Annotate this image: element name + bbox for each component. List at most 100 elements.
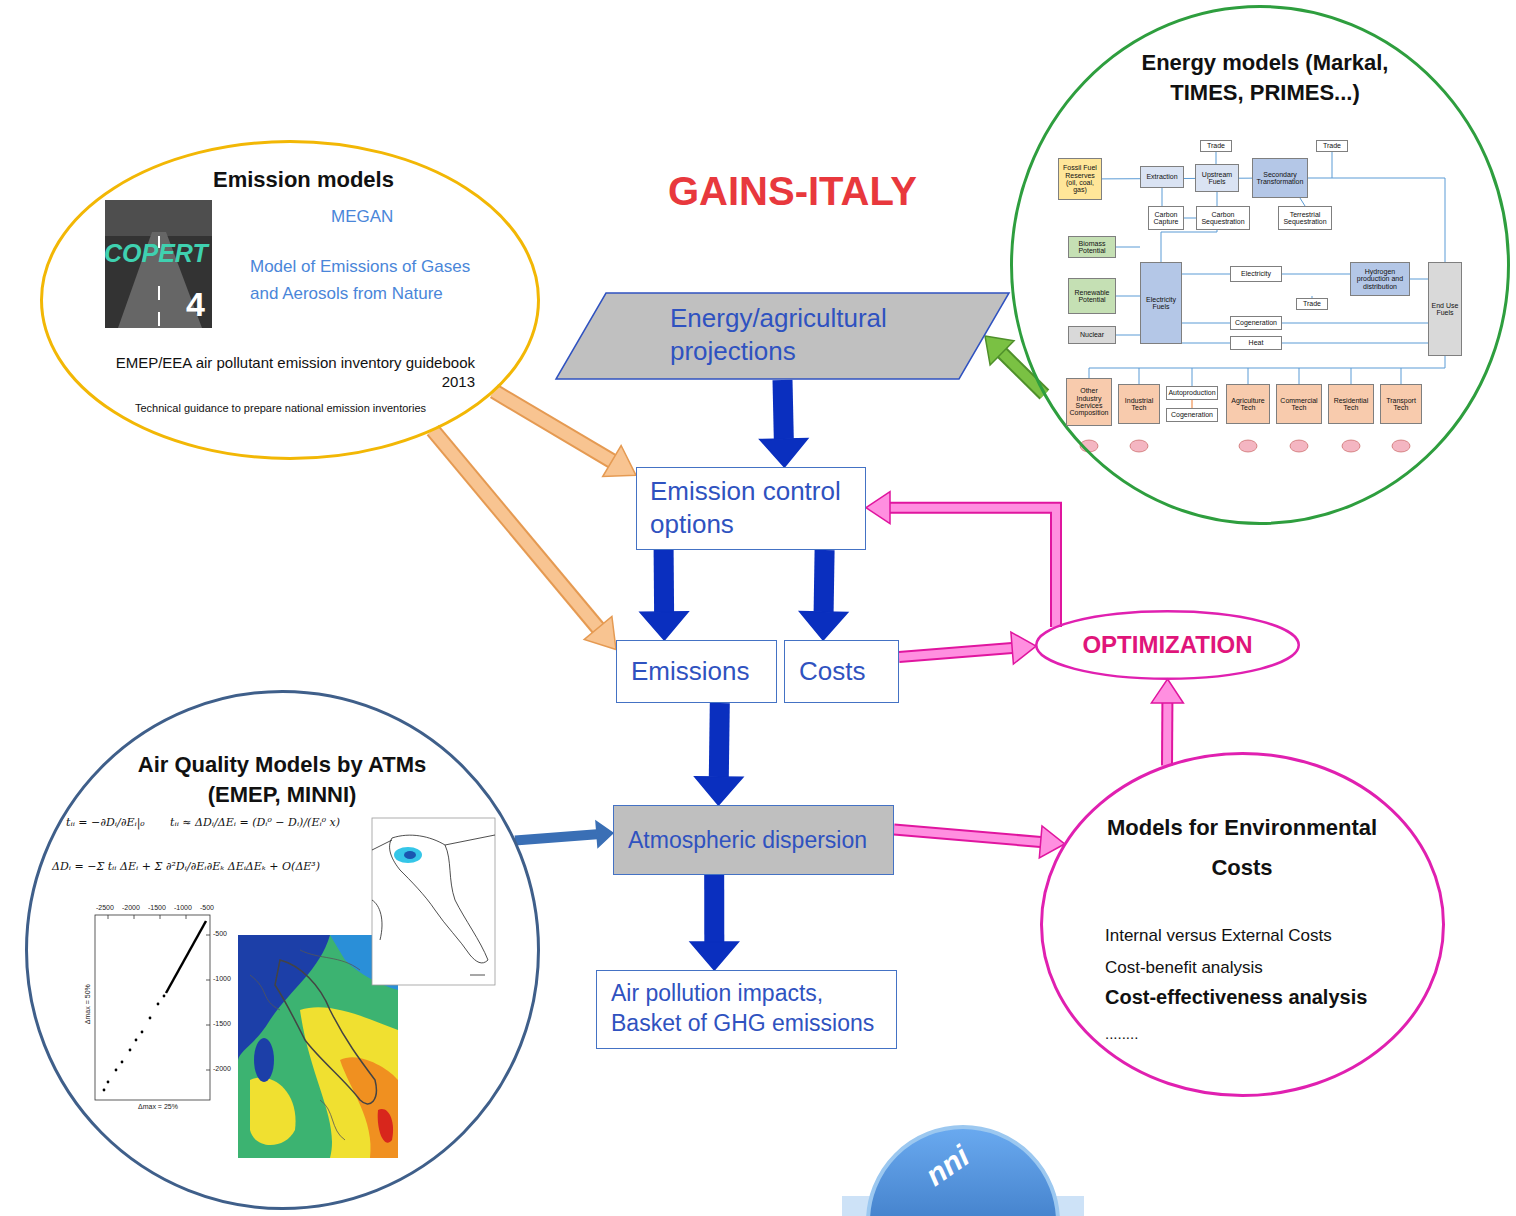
scatter-plot-part	[135, 1039, 138, 1042]
model-circle: Models for Environmental CostsInternal v…	[1040, 752, 1445, 1097]
flow-arrow	[640, 550, 688, 640]
arrow-head	[695, 777, 743, 805]
axis-tick: -2500	[96, 904, 114, 912]
diagram-title: GAINS-ITALY	[668, 166, 917, 216]
flowchart-label: Biomass Potential	[1068, 236, 1116, 258]
node-text: Model of Emissions of Gases and Aerosols…	[250, 253, 490, 307]
node-text: Emissions	[631, 655, 767, 688]
scatter-plot-part	[95, 915, 210, 1100]
process-parallelogram-shape	[556, 293, 1009, 379]
contour-map-part	[254, 1038, 274, 1082]
scatter-plot-part	[103, 1089, 106, 1092]
contour-map-part	[250, 950, 360, 1140]
flow-arrow	[899, 632, 1036, 664]
flow-arrow	[695, 703, 743, 805]
contour-map-part	[275, 960, 376, 1104]
flow-arrow	[985, 336, 1044, 395]
equation: tᵢᵢ = −∂Dᵢ/∂Eᵢ|₀	[66, 816, 145, 829]
scatter-plot-part	[141, 1031, 144, 1034]
scatter-plot	[95, 915, 210, 1100]
axis-tick: -1500	[148, 904, 166, 912]
energy-flowchart-ovals-part	[1342, 440, 1360, 452]
contour-map-part	[300, 1007, 398, 1158]
flowchart-label: Industrial Tech	[1118, 384, 1160, 424]
energy-flowchart-ovals	[1080, 440, 1410, 452]
process-box: Atmospheric dispersion	[613, 805, 894, 875]
arrow-shaft	[719, 703, 720, 777]
axis-tick: -1000	[174, 904, 192, 912]
arrow-shaft-fill	[1002, 353, 1044, 395]
scatter-plot-part	[108, 915, 210, 1070]
contour-map-part	[250, 1077, 296, 1145]
energy-flowchart-lines	[1080, 152, 1445, 408]
scatter-plot-part	[121, 1061, 124, 1064]
model-circle-shape	[27, 692, 539, 1209]
flowchart-label: Residential Tech	[1328, 384, 1374, 424]
flow-arrow	[515, 821, 613, 847]
energy-flowchart-ovals-part	[1130, 440, 1148, 452]
flowchart-label: Trade	[1316, 140, 1348, 152]
energy-flowchart-lines-part	[1089, 356, 1445, 386]
arrow-shaft-fill	[433, 430, 598, 628]
axis-tick: -2000	[213, 1065, 231, 1073]
arrow-shaft	[899, 648, 1012, 657]
flowchart-label: Secondary Transformation	[1252, 158, 1308, 198]
optimization-ellipse: OPTIMIZATION	[1035, 610, 1300, 680]
process-box: Emission control options	[636, 467, 866, 550]
flow-arrow	[433, 430, 616, 649]
model-circle: Air Quality Models by ATMs (EMEP, MINNI)	[25, 690, 540, 1210]
arrow-head	[1011, 632, 1036, 664]
arrow-head	[603, 446, 636, 477]
arrow-head	[866, 492, 890, 524]
arrow-head	[800, 612, 848, 640]
logo-text: nni	[919, 1138, 977, 1193]
contour-map-part	[378, 1109, 393, 1143]
process-box: Costs	[784, 640, 899, 703]
node-text: EMEP/EEA air pollutant emission inventor…	[110, 354, 475, 392]
axis-title: Δmax = 50%	[84, 984, 92, 1024]
arrow-shaft	[824, 550, 825, 612]
node-text: Energy models (Markal, TIMES, PRIMES...)	[1125, 48, 1405, 107]
energy-flowchart-lines-part	[1182, 274, 1230, 343]
outline-map	[372, 818, 495, 985]
arrow-head	[1151, 679, 1183, 703]
flowchart-label: Nuclear	[1068, 326, 1116, 344]
arrow-shaft	[783, 380, 784, 439]
arrow-shaft	[894, 830, 1041, 843]
outline-map-part	[390, 835, 488, 963]
axis-tick: -500	[213, 930, 227, 938]
flowchart-label: Commercial Tech	[1276, 384, 1322, 424]
arrow-shaft	[890, 508, 1056, 627]
axis-tick: -1500	[213, 1020, 231, 1028]
arrow-head	[596, 821, 613, 847]
flowchart-label: Renewable Potential	[1068, 278, 1116, 314]
node-text: ........	[1105, 1025, 1205, 1044]
model-ellipse-shape	[42, 142, 539, 459]
logo-text: COPERT	[104, 238, 208, 268]
node-text: Emission control options	[650, 475, 856, 540]
node-text: Emission models	[213, 166, 413, 194]
arrow-shaft-fill	[894, 830, 1041, 843]
node-text: Models for Environmental Costs	[1092, 808, 1392, 887]
flowchart-label: Trade	[1296, 298, 1328, 310]
arrow-head	[690, 942, 738, 970]
node-text: Cost-benefit analysis	[1105, 957, 1405, 978]
node-text: Costs	[799, 655, 889, 688]
flow-arrow	[866, 492, 1056, 627]
node-text: Air Quality Models by ATMs (EMEP, MINNI)	[127, 750, 437, 809]
minni-logo	[842, 1127, 1084, 1216]
flowchart-label: Hydrogen production and distribution	[1350, 262, 1410, 296]
energy-flowchart-lines-part	[1192, 400, 1193, 408]
process-box: Emissions	[616, 640, 777, 703]
scatter-plot-part	[163, 995, 166, 998]
node-text: Cost-effectiveness analysis	[1105, 985, 1415, 1010]
energy-flowchart-lines-part	[1116, 247, 1140, 335]
flowchart-label: Electricity	[1230, 266, 1282, 282]
process-parallelogram: Energy/agricultural projections	[555, 292, 1010, 380]
arrow-shaft	[494, 391, 612, 461]
arrow-shaft-fill	[890, 508, 1056, 627]
outline-map-part	[372, 818, 495, 985]
logo-text: 4	[186, 284, 205, 325]
scatter-plot-part	[166, 921, 206, 993]
